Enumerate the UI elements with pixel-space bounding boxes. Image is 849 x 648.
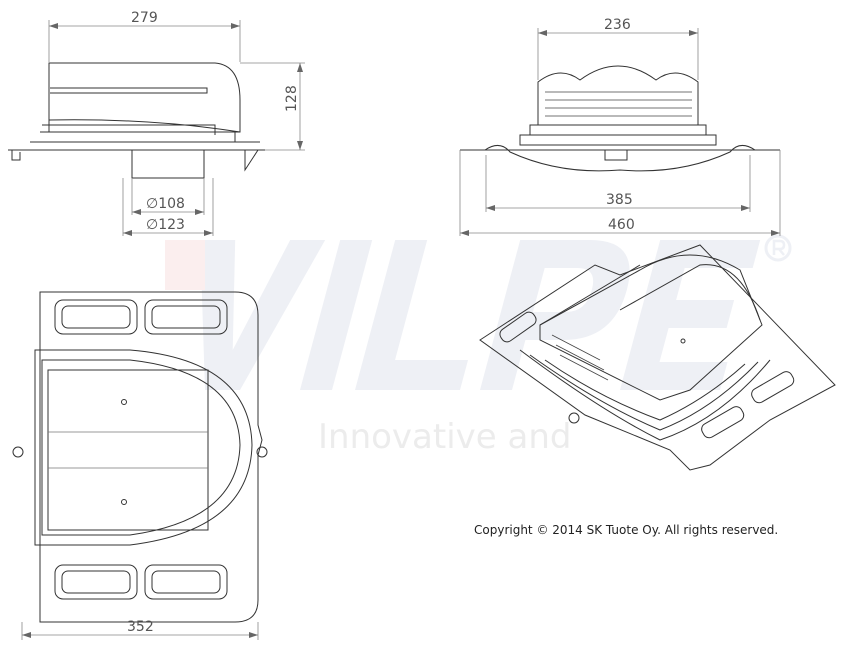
vilpe-watermark: Innovative and: [165, 234, 792, 457]
width-236-label: 236: [604, 17, 631, 33]
diameter-123-label: ∅123: [146, 217, 185, 233]
width-352-label: 352: [127, 619, 154, 635]
width-460-label: 460: [608, 217, 635, 233]
side-view: 279 128 ∅108 ∅123: [8, 10, 305, 236]
width-385-label: 385: [606, 192, 633, 208]
registered-mark: [764, 234, 792, 262]
watermark-tagline: Innovative and: [318, 417, 571, 457]
height-128-label: 128: [284, 85, 300, 112]
watermark-logo: [200, 240, 761, 390]
front-view: 236 385 460: [459, 17, 781, 236]
copyright-notice: Copyright © 2014 SK Tuote Oy. All rights…: [474, 523, 778, 537]
diameter-108-label: ∅108: [146, 196, 185, 212]
watermark-red-accent: [165, 240, 205, 290]
isometric-view: [479, 244, 836, 471]
width-279-label: 279: [131, 10, 158, 26]
plan-view: 352: [12, 291, 268, 640]
